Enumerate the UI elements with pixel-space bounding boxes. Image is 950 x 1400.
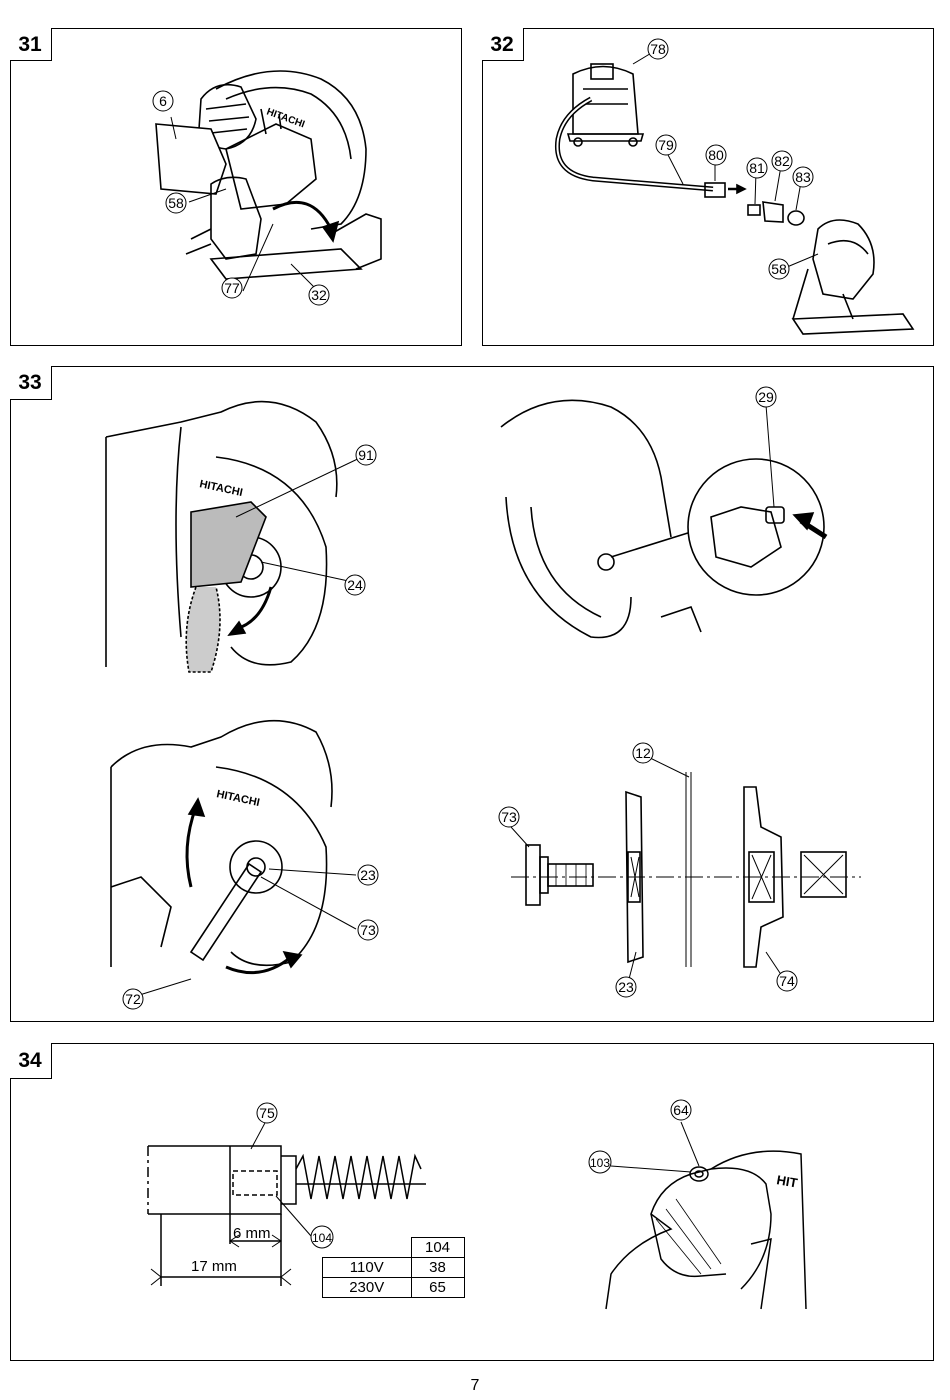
table-header-104: 104 xyxy=(410,1237,465,1258)
miter-saw-dust-bag-illustration: HITACHI 6 58 77 32 xyxy=(152,70,382,306)
figure-31: 31 HITACHI xyxy=(9,27,462,346)
figure-34: 34 75 104 64 103 xyxy=(9,1042,934,1361)
voltage-cell: 110V xyxy=(322,1257,412,1278)
value-cell: 38 xyxy=(410,1257,465,1278)
figure-number: 32 xyxy=(481,27,524,61)
figure-number: 31 xyxy=(9,27,52,61)
brand-label: HITACHI xyxy=(198,478,243,499)
callout-73: 73 xyxy=(360,922,376,938)
dimension-17mm: 17 mm xyxy=(191,1258,237,1275)
callout-12: 12 xyxy=(635,745,651,761)
carbon-brush-illustration: 75 104 64 103 HIT xyxy=(147,1099,807,1310)
page-number: 7 xyxy=(470,1377,480,1394)
callout-64: 64 xyxy=(673,1102,689,1118)
callout-6: 6 xyxy=(159,93,167,109)
callout-72: 72 xyxy=(125,991,141,1007)
figure-number: 33 xyxy=(9,365,52,400)
callout-83: 83 xyxy=(795,169,811,185)
table-row: 230V 65 xyxy=(322,1277,465,1298)
callout-58: 58 xyxy=(168,195,184,211)
callout-91: 91 xyxy=(358,447,374,463)
value-cell: 65 xyxy=(410,1277,465,1298)
blade-removal-illustration: HITACHI 91 24 29 xyxy=(105,386,861,1010)
callout-77: 77 xyxy=(224,280,240,296)
callout-58: 58 xyxy=(771,261,787,277)
figure-32: 32 xyxy=(481,27,934,346)
callout-73: 73 xyxy=(501,809,517,825)
voltage-table: 104 110V 38 230V 65 xyxy=(322,1237,465,1298)
table-header-row: 104 xyxy=(322,1237,465,1258)
callout-74: 74 xyxy=(779,973,795,989)
callout-75: 75 xyxy=(259,1105,275,1121)
callout-103: 103 xyxy=(590,1156,610,1170)
callout-78: 78 xyxy=(650,41,666,57)
dust-extractor-connection-illustration: 78 79 80 81 82 83 58 xyxy=(554,38,915,335)
figure-33: 33 HITACHI 91 24 xyxy=(9,365,934,1022)
callout-82: 82 xyxy=(774,153,790,169)
callout-81: 81 xyxy=(749,160,765,176)
callout-23: 23 xyxy=(360,867,376,883)
brand-label-2: HITACHI xyxy=(215,788,260,809)
callout-80: 80 xyxy=(708,147,724,163)
callout-32: 32 xyxy=(311,287,327,303)
voltage-cell: 230V xyxy=(322,1277,412,1298)
callout-23: 23 xyxy=(618,979,634,995)
brand-label-partial: HIT xyxy=(775,1172,798,1190)
callout-79: 79 xyxy=(658,137,674,153)
figure-number: 34 xyxy=(9,1042,52,1079)
callout-24: 24 xyxy=(347,577,363,593)
table-row: 110V 38 xyxy=(322,1257,465,1278)
dimension-6mm: 6 mm xyxy=(233,1225,271,1242)
callout-29: 29 xyxy=(758,389,774,405)
